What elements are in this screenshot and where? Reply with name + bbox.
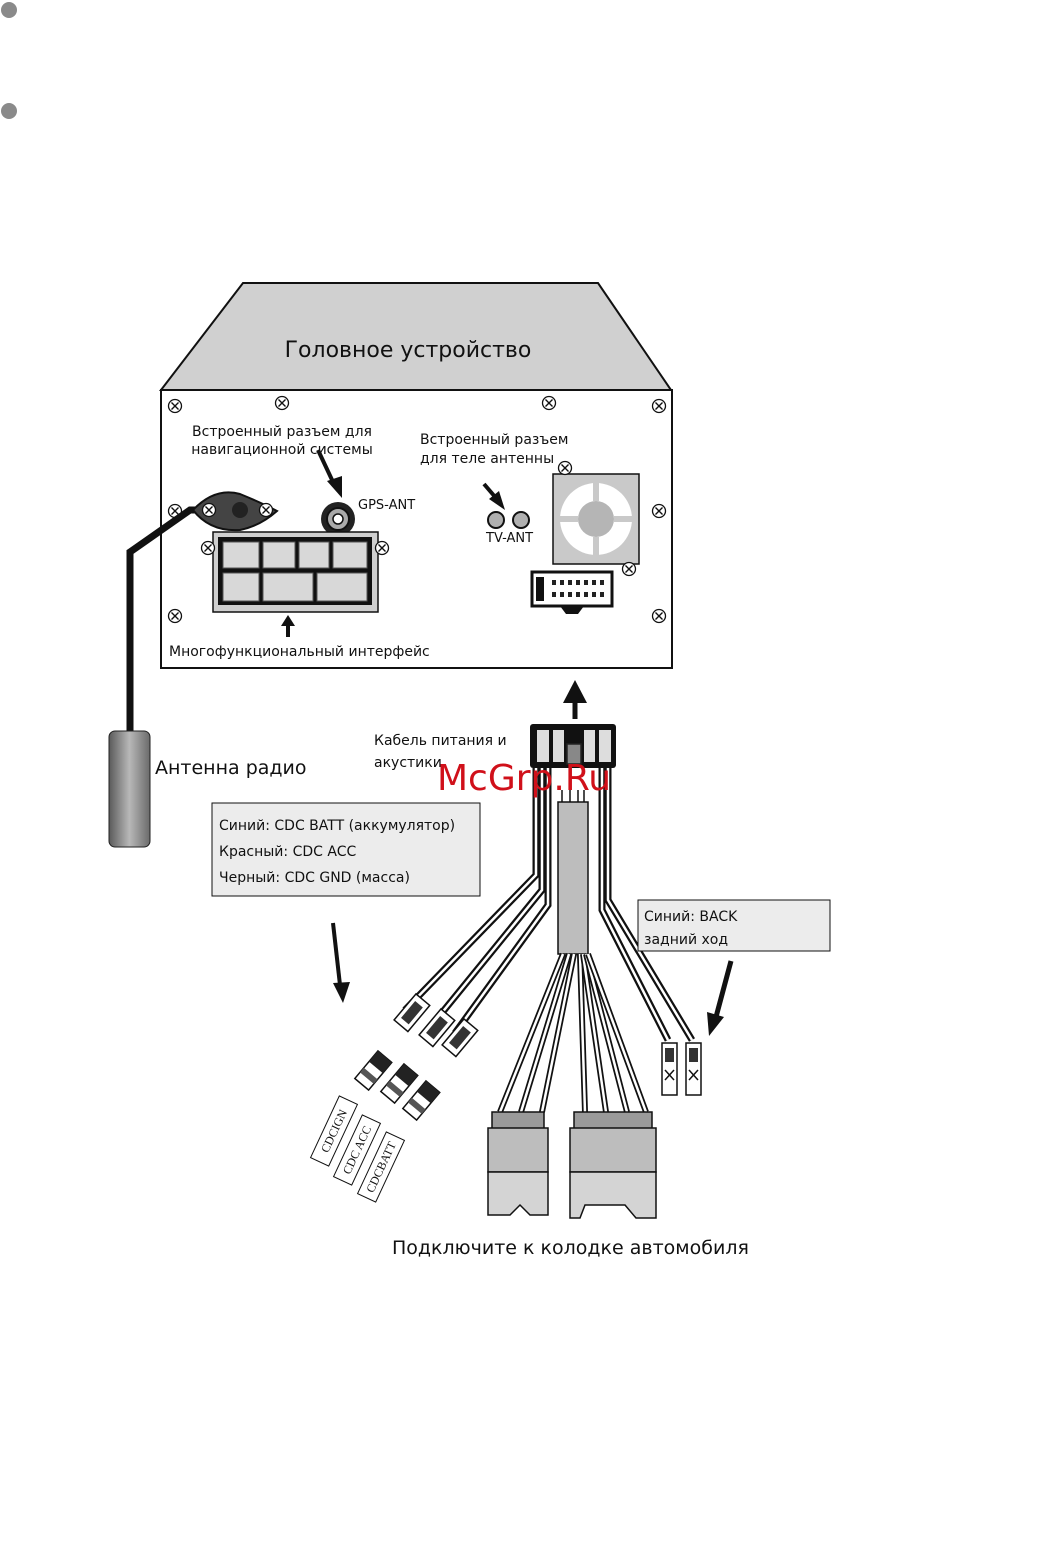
screw-icon — [167, 398, 183, 414]
power-cable-label: акустики — [374, 755, 442, 771]
screw-icon — [621, 561, 637, 577]
cdc-info-line: Черный: CDC GND (масса) — [219, 870, 410, 886]
back-info-line: задний ход — [644, 932, 728, 948]
wire-fan — [561, 790, 585, 802]
screw-icon — [651, 398, 667, 414]
arrow-icon — [707, 1012, 724, 1036]
arrow-icon — [563, 680, 587, 703]
arrow-icon — [316, 449, 335, 483]
power-cable-connector — [530, 724, 616, 768]
arrow-icon — [713, 960, 734, 1018]
radio-antenna-label: Антенна радио — [155, 757, 307, 779]
back-connector — [685, 1042, 702, 1096]
arrow-icon — [331, 922, 342, 986]
cdc-connector — [379, 1062, 419, 1105]
screw-icon — [258, 502, 274, 518]
nav-connector-label: навигационной системы — [191, 442, 373, 458]
cdc-info-box — [211, 802, 481, 897]
cdc-tag: CDCIGN — [309, 1095, 359, 1167]
back-connector — [661, 1042, 678, 1096]
tv-socket — [512, 511, 530, 529]
connect-car-label: Подключите к колодке автомобиля — [392, 1237, 749, 1259]
radio-antenna — [108, 730, 151, 848]
back-info-line: Синий: BACK — [644, 909, 738, 925]
cdc-connector — [401, 1079, 441, 1122]
tv-connector-label: для теле антенны — [420, 451, 554, 467]
screw-icon — [167, 608, 183, 624]
screw-icon — [201, 502, 217, 518]
arrow-icon — [333, 982, 350, 1003]
cdc-connector — [418, 1007, 456, 1048]
cdc-connector — [393, 992, 431, 1033]
arrow-icon — [327, 476, 342, 498]
antenna-plug-center — [232, 502, 248, 518]
arrow-icon — [489, 491, 505, 510]
screw-icon — [200, 540, 216, 556]
car-plug-right — [569, 1111, 657, 1219]
cdc-connector — [353, 1049, 393, 1092]
gps-label: GPS-ANT — [358, 498, 415, 513]
head-unit-top — [158, 282, 673, 391]
cdc-connector — [441, 1017, 479, 1058]
screw-icon — [651, 608, 667, 624]
cdc-info-line: Синий: CDC BATT (аккумулятор) — [219, 818, 455, 834]
bullet-icon — [1, 103, 17, 119]
tv-label: TV-ANT — [485, 531, 533, 546]
tv-socket — [487, 511, 505, 529]
screw-icon — [541, 395, 557, 411]
nav-connector-label: Встроенный разъем для — [192, 424, 372, 440]
watermark: McGrp.Ru — [437, 758, 611, 799]
tv-connector-label: Встроенный разъем — [420, 432, 568, 448]
multi-interface-label: Многофункциональный интерфейс — [169, 644, 430, 660]
bullet-icon — [1, 2, 17, 18]
car-harness-wires — [497, 952, 649, 1114]
wire-bundle — [402, 768, 696, 1042]
multi-interface-connector — [212, 531, 379, 613]
power-cable-label: Кабель питания и — [374, 733, 507, 749]
back-info-box — [637, 899, 831, 952]
screw-icon — [651, 503, 667, 519]
screw-icon — [374, 540, 390, 556]
gps-connector — [321, 502, 355, 536]
car-plug-left — [487, 1111, 549, 1216]
head-unit-title: Головное устройство — [285, 338, 532, 363]
arrow-icon — [281, 615, 295, 626]
cdc-info-line: Красный: CDC ACC — [219, 844, 356, 860]
wire-sleeve — [557, 801, 589, 955]
screw-icon — [557, 460, 573, 476]
fan-module — [552, 473, 640, 565]
screw-icon — [274, 395, 290, 411]
power-socket — [530, 570, 614, 614]
